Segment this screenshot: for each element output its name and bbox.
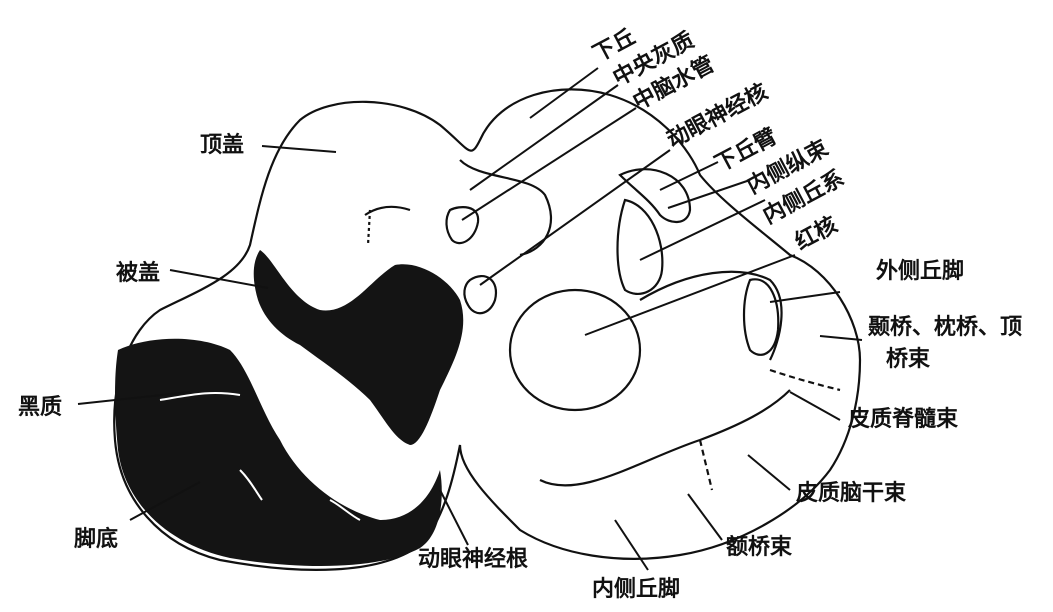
leader-temporo-pontine bbox=[820, 336, 862, 340]
label-substantia-nigra: 黑质 bbox=[18, 395, 62, 420]
leader-tegmentum bbox=[170, 270, 268, 288]
label-oculomotor-root: 动眼神经根 bbox=[418, 546, 528, 572]
label-corticospinal-tract: 皮质脊髓束 bbox=[848, 406, 959, 432]
leader-oculomotor-nucleus bbox=[480, 150, 670, 285]
leader-frontopontine bbox=[688, 494, 722, 540]
tegmentum-boundary bbox=[640, 272, 782, 360]
substantia-nigra-dark bbox=[254, 250, 464, 445]
tegmentum-mark-1 bbox=[368, 210, 370, 245]
leader-red-nucleus bbox=[585, 255, 795, 335]
label-temporo-pontine-line1: 颞桥、枕桥、顶 bbox=[867, 314, 1022, 340]
oculomotor-nucleus-shape bbox=[464, 276, 496, 313]
basis-boundary bbox=[540, 390, 790, 485]
divider-dashed-2 bbox=[700, 440, 712, 490]
label-crus-cerebri: 脚底 bbox=[74, 526, 118, 552]
leader-corticobulbar bbox=[748, 455, 790, 490]
lateral-peduncle-shape bbox=[744, 279, 778, 354]
leader-oculomotor-root bbox=[440, 490, 468, 545]
tectum-curve bbox=[460, 160, 551, 255]
label-lateral-peduncle: 外侧丘脚 bbox=[876, 258, 964, 284]
label-corticobulbar-tract: 皮质脑干束 bbox=[796, 480, 907, 506]
label-tectum: 顶盖 bbox=[200, 132, 244, 158]
leader-medial-lemniscus bbox=[640, 200, 765, 260]
medial-lemniscus-shape bbox=[618, 200, 663, 294]
leader-tectum bbox=[262, 146, 336, 152]
leader-corticospinal bbox=[790, 392, 840, 420]
label-medial-peduncle: 内侧丘脚 bbox=[592, 577, 680, 602]
leader-central-gray bbox=[470, 85, 618, 190]
divider-dashed-1 bbox=[770, 370, 840, 390]
red-nucleus-shape bbox=[510, 290, 640, 410]
label-frontopontine-tract: 额桥束 bbox=[726, 534, 793, 560]
leader-medial-peduncle bbox=[615, 520, 648, 570]
tegmentum-mark-2 bbox=[365, 207, 410, 215]
label-tegmentum: 被盖 bbox=[116, 260, 160, 286]
label-temporo-pontine-line2: 桥束 bbox=[886, 346, 931, 372]
label-red-nucleus: 红核 bbox=[791, 212, 842, 256]
